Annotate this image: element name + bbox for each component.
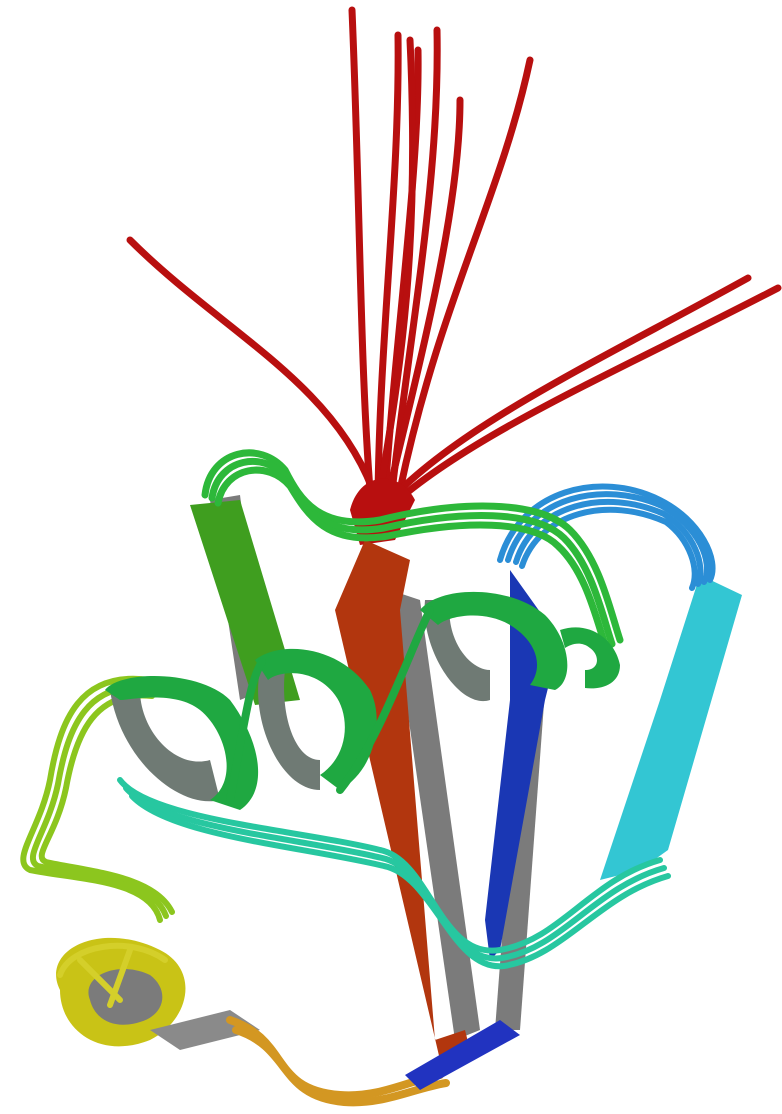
loop-blue-top-right [500,487,713,589]
tail-strand-1 [352,10,370,490]
loop-orange-bottom [230,1020,446,1102]
coil-yellow [56,938,260,1050]
tail-strand-8 [398,288,778,500]
beta-strand-cyan [600,575,742,880]
n-terminal-tail-bundle [130,10,778,545]
